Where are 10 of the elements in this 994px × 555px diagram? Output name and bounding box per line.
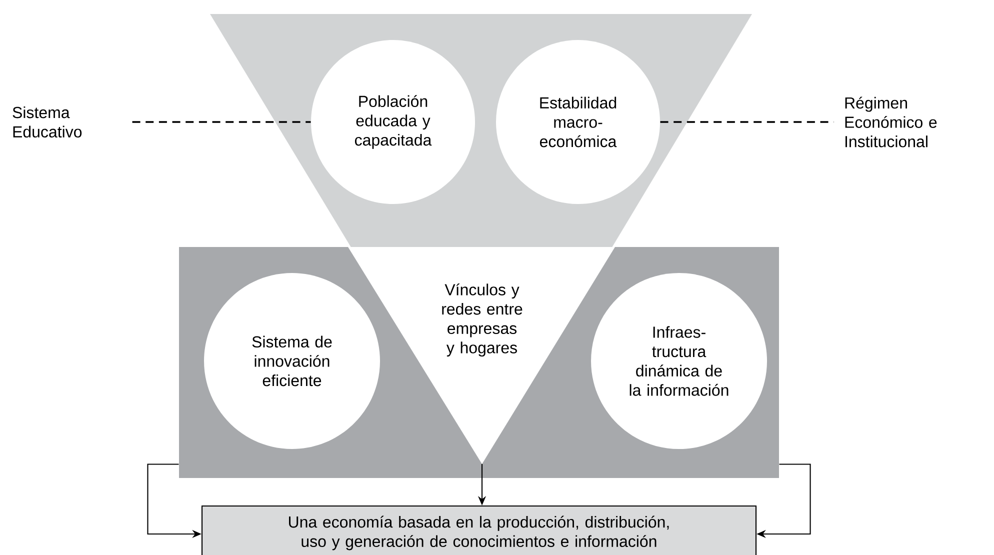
triangle-node: Vínculos y redes entre empresas y hogares <box>348 247 615 464</box>
side-label: Sistema Educativo <box>12 106 82 138</box>
circle-node: Estabilidad macro- económica <box>496 40 660 204</box>
side-label: Régimen Económico e Institucional <box>845 96 937 148</box>
circle-node: Sistema de innovación eficiente <box>204 273 380 449</box>
dashed-line <box>132 121 311 123</box>
node-label: Vínculos y redes entre empresas y hogares <box>442 283 522 357</box>
circle-node: Infraes- tructura dinámica de la información <box>591 273 767 449</box>
result-box: Una economía basada en la producción, distribución, uso y generación de conocimientos e información <box>201 505 757 555</box>
circle-node: Población educada y capacitada <box>311 40 475 204</box>
